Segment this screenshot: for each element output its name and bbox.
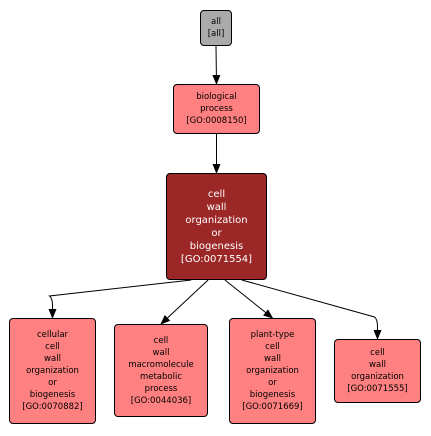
- edge-cell_wall_org_biogenesis-to-cell_wall_organization: [241, 279, 382, 340]
- edge-cell_wall_org_biogenesis-to-cellular_cell_wall: [48, 279, 192, 319]
- node-plant-type-cell-wall-label: plant-type cell wall organization or bio…: [242, 330, 303, 412]
- node-cell-wall-macromolecule-label: cell wall macromolecule metabolic proces…: [128, 335, 194, 406]
- node-cell-wall-organization-or-biogenesis[interactable]: cell wall organization or biogenesis [GO…: [166, 173, 267, 280]
- edge-cell_wall_org_biogenesis-to-plant_type_cell_wall: [224, 279, 274, 319]
- edge-all-to-biological_process: [212, 45, 221, 85]
- node-biological-process-label: biological process [GO:0008150]: [186, 92, 247, 126]
- node-cell-wall-macromolecule-metabolic-process[interactable]: cell wall macromolecule metabolic proces…: [114, 324, 208, 417]
- node-cellular-cell-wall-organization-or-biogenesis[interactable]: cellular cell wall organization or bioge…: [9, 318, 96, 424]
- node-biological-process[interactable]: biological process [GO:0008150]: [173, 84, 260, 134]
- node-all-label: all [all]: [207, 17, 225, 39]
- node-cell-wall-organization-or-biogenesis-label: cell wall organization or biogenesis [GO…: [180, 188, 253, 265]
- edge-cell_wall_org_biogenesis-to-cell_wall_macromolecule: [160, 279, 209, 325]
- node-cellular-cell-wall-label: cellular cell wall organization or bioge…: [22, 330, 83, 412]
- node-cell-wall-organization[interactable]: cell wall organization [GO:0071555]: [334, 339, 421, 403]
- node-cell-wall-organization-label: cell wall organization [GO:0071555]: [347, 348, 408, 394]
- node-all[interactable]: all [all]: [200, 10, 232, 46]
- node-plant-type-cell-wall-organization-or-biogenesis[interactable]: plant-type cell wall organization or bio…: [229, 318, 316, 424]
